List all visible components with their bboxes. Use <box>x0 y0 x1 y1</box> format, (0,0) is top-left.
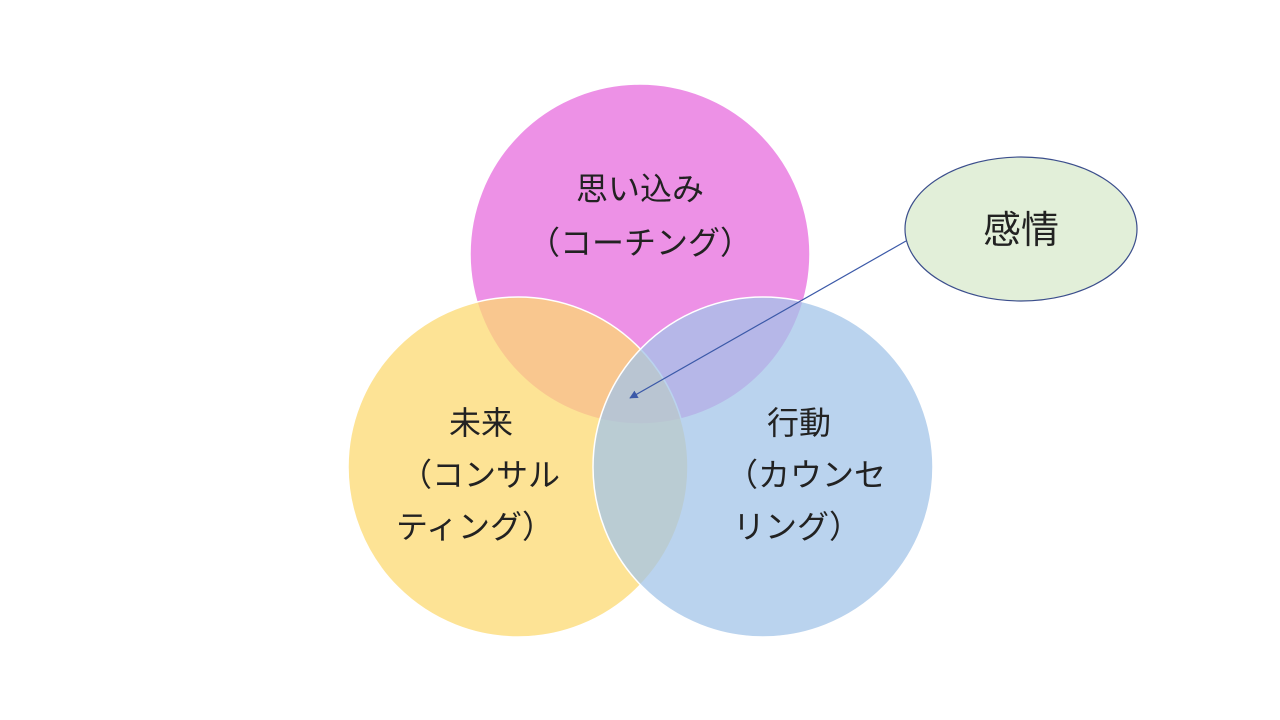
label-counseling-2: リング） <box>733 508 861 546</box>
callout-arrow <box>629 240 907 399</box>
callout-emotion <box>904 156 1138 302</box>
label-beliefs: 思い込み <box>576 170 704 208</box>
label-emotion: 感情 <box>983 208 1059 252</box>
label-future: 未来 <box>449 404 513 442</box>
label-consulting-2: ティング） <box>396 508 554 546</box>
label-action: 行動 <box>767 404 831 442</box>
label-consulting-1: （コンサル <box>400 456 560 494</box>
circle-action <box>592 296 934 638</box>
label-counseling-1: （カウンセ <box>726 456 886 494</box>
label-coaching: （コーチング） <box>528 224 752 262</box>
